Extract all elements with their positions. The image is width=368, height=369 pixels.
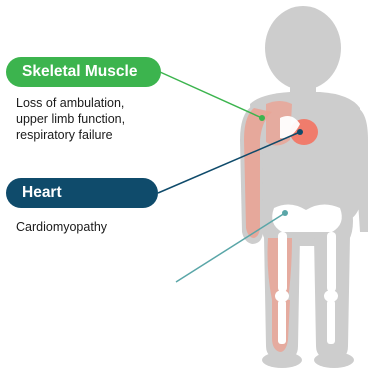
heart-connector-dot <box>297 129 303 135</box>
skeletal-muscle-connector <box>160 72 262 118</box>
skeletal-desc-line-1: Loss of ambulation, <box>16 95 125 111</box>
skeletal-muscle-label: Skeletal Muscle <box>6 57 161 87</box>
skeletal-desc-line-2: upper limb function, <box>16 111 125 127</box>
third-connector-dot <box>282 210 288 216</box>
heart-label: Heart <box>6 178 158 208</box>
skeletal-muscle-description: Loss of ambulation, upper limb function,… <box>16 95 125 143</box>
skeletal-muscle-connector-dot <box>259 115 265 121</box>
skeletal-desc-line-3: respiratory failure <box>16 127 125 143</box>
heart-description: Cardiomyopathy <box>16 219 107 235</box>
